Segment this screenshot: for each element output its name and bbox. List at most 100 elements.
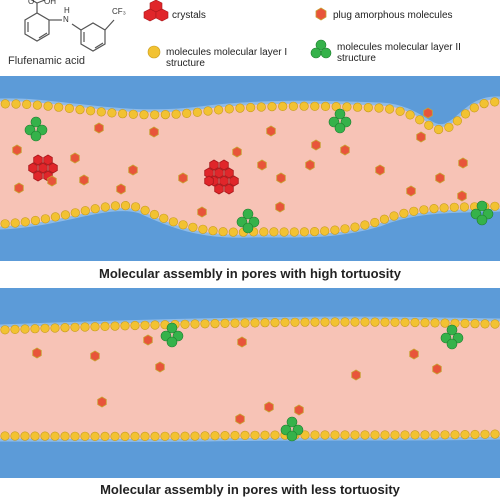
layer1-sphere	[370, 217, 380, 228]
layer1-sphere	[440, 430, 450, 440]
layer1-sphere	[22, 99, 32, 109]
layer1-sphere	[379, 214, 390, 224]
layer1-sphere	[470, 429, 480, 440]
amine-h-label: H	[64, 6, 70, 15]
layer2-sphere	[286, 416, 298, 428]
layer1-sphere	[90, 204, 100, 214]
layer1-sphere	[10, 218, 20, 228]
layer1-sphere	[420, 430, 430, 440]
plug-molecule	[47, 175, 57, 187]
plug-molecule	[155, 361, 165, 373]
layer1-sphere	[288, 101, 299, 111]
crystal-unit	[229, 175, 239, 187]
layer1-upper-wall-top-pore	[0, 97, 500, 135]
layer1-sphere	[267, 101, 277, 112]
layer1-sphere	[214, 105, 224, 115]
plug-molecule	[340, 144, 350, 156]
layer1-sphere	[120, 201, 131, 211]
layer1-sphere	[430, 318, 440, 328]
layer1-sphere	[20, 324, 30, 334]
legend-layer2-label: molecules molecular layer II structure	[337, 42, 461, 64]
layer1-sphere	[342, 102, 352, 112]
plug-molecule	[32, 347, 42, 359]
layer1-sphere	[40, 214, 51, 224]
layer2-sphere	[166, 322, 178, 334]
layer1-sphere	[300, 317, 310, 327]
layer1-lower-wall-top-pore	[0, 201, 500, 237]
plug-molecule	[276, 172, 286, 184]
layer1-sphere	[490, 319, 500, 329]
legend-plug-label: plug amorphous molecules	[333, 10, 453, 21]
crystal-unit	[214, 167, 224, 179]
layer1-sphere	[120, 431, 130, 442]
layer1-sphere	[230, 318, 240, 328]
layer1-sphere	[374, 103, 384, 113]
layer1-sphere	[450, 430, 460, 440]
layer2-sphere	[334, 108, 346, 120]
layer1-sphere	[160, 109, 170, 120]
layer1-sphere	[180, 319, 190, 329]
layer1-sphere	[96, 107, 106, 117]
layer1-sphere	[230, 430, 240, 441]
plug-molecule	[149, 126, 159, 138]
layer1-sphere	[299, 101, 309, 111]
layer1-sphere	[90, 322, 100, 332]
layer2-sphere	[30, 130, 42, 142]
crystal-unit	[219, 159, 229, 171]
plug-molecule	[458, 157, 468, 169]
layer1-sphere	[452, 116, 463, 126]
plug-molecule	[79, 174, 89, 186]
layer1-sphere	[250, 430, 260, 440]
layer1-sphere	[70, 208, 80, 218]
layer1-sphere	[279, 227, 289, 237]
layer1-sphere	[60, 323, 70, 333]
layer1-sphere	[85, 106, 96, 116]
layer1-sphere	[149, 209, 159, 220]
layer1-sphere	[192, 107, 202, 117]
layer1-sphere	[360, 430, 370, 440]
plug-molecule	[416, 131, 426, 143]
layer1-sphere	[470, 319, 480, 329]
layer1-sphere	[140, 431, 150, 442]
layer1-sphere	[260, 318, 270, 328]
layer1-sphere	[490, 201, 500, 211]
layer1-sphere	[420, 318, 430, 328]
layer1-sphere	[260, 430, 270, 440]
plug-molecule	[311, 139, 321, 151]
layer1-sphere	[203, 106, 213, 116]
layer1-sphere	[130, 320, 140, 331]
crystal-unit	[28, 162, 38, 174]
plug-molecule	[235, 413, 245, 425]
layer1-sphere	[389, 211, 399, 221]
legend-layer2-line1: molecules molecular layer II	[337, 42, 461, 53]
layer1-sphere	[310, 317, 320, 327]
layer1-sphere	[350, 430, 360, 440]
layer1-sphere	[390, 317, 400, 327]
layer1-sphere	[439, 203, 449, 213]
layer2-sphere	[446, 324, 458, 336]
layer1-sphere	[208, 226, 218, 236]
layer1-sphere	[479, 98, 489, 109]
carboxyl-label: OH	[44, 0, 56, 6]
layer1-sphere	[440, 318, 450, 328]
crystal-unit	[43, 154, 53, 166]
layer1-sphere	[370, 430, 380, 440]
layer1-sphere	[80, 431, 90, 441]
plug-molecule	[266, 125, 276, 137]
layer2-sphere	[446, 338, 458, 350]
layer1-sphere	[40, 431, 50, 441]
layer1-sphere	[180, 431, 190, 441]
layer1-sphere	[320, 317, 330, 327]
legend-layer2-line2: structure	[337, 53, 376, 64]
plug-molecule	[275, 201, 285, 213]
layer1-sphere	[190, 431, 200, 441]
layer1-sphere	[289, 227, 299, 237]
layer1-sphere	[460, 109, 471, 119]
layer1-sphere	[190, 319, 200, 329]
layer1-sphere	[60, 431, 70, 441]
layer1-sphere	[20, 431, 30, 441]
layer1-sphere	[490, 97, 500, 107]
layer1-sphere	[310, 101, 320, 111]
layer1-sphere	[340, 430, 350, 440]
plug-molecule	[305, 159, 315, 171]
